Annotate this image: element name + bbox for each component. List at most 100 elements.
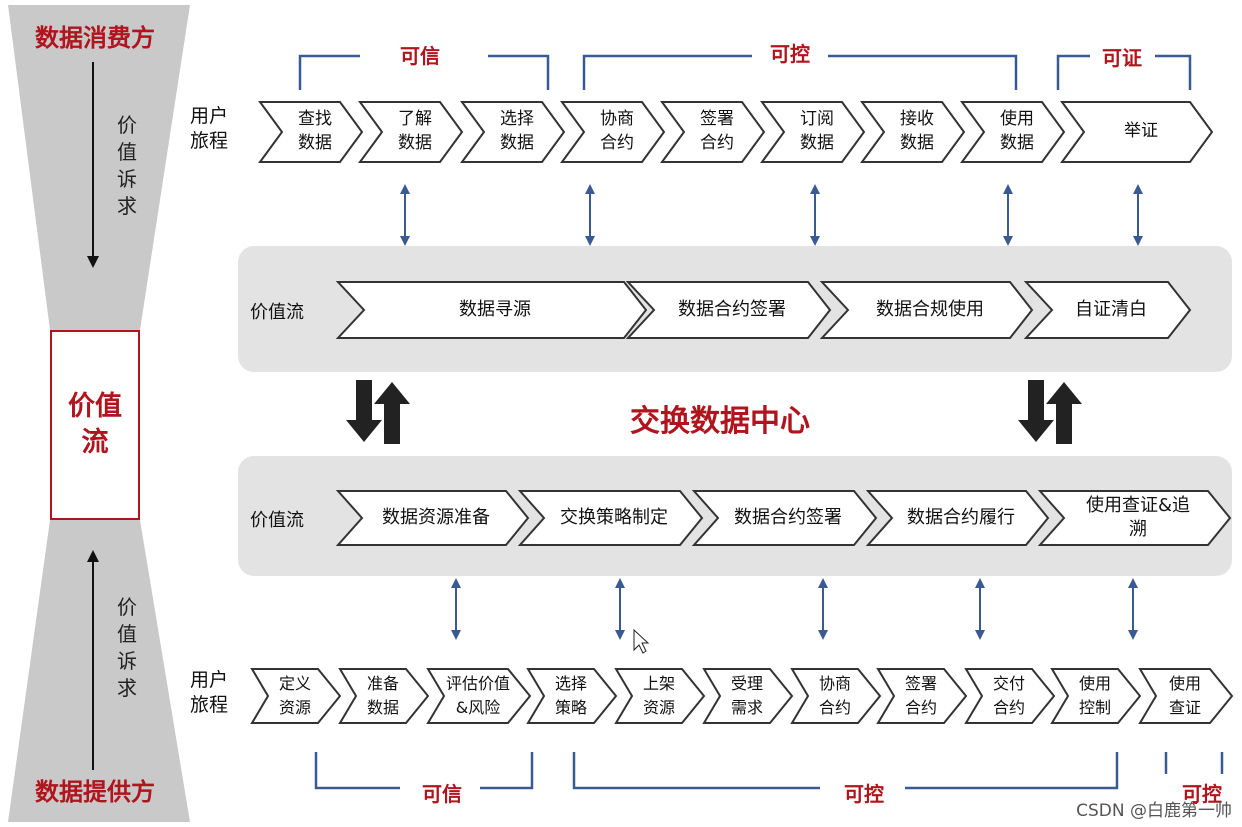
top-step-label-8: 使用数据: [1000, 109, 1034, 153]
brace-top-1: [298, 54, 550, 90]
top-step-7: [860, 101, 966, 163]
connector-arrowhead: [451, 630, 461, 640]
bottom-step-label-10: 使用控制: [1078, 674, 1111, 717]
top-step-4: [560, 101, 666, 163]
top-step-label-3: 选择数据: [500, 109, 534, 153]
upper-step-4: [1023, 281, 1192, 339]
connector-arrowhead: [451, 578, 461, 588]
connector-arrowhead: [1128, 630, 1138, 640]
lower-step-label-4: 数据合约履行: [907, 507, 1015, 528]
top-step-8: [960, 101, 1066, 163]
bottom-step-4: [526, 668, 618, 724]
exchange-icon-right: [1018, 380, 1082, 444]
brace-top-3: [1056, 54, 1192, 90]
connector-arrowhead: [810, 236, 820, 246]
brace-top-2: [582, 54, 1018, 90]
top-step-9: [1060, 101, 1214, 163]
bottom-step-5: [614, 668, 706, 724]
bottom-brace-label-1: 可信: [422, 782, 462, 806]
connector-arrowhead: [585, 184, 595, 194]
connector-arrowhead: [1003, 184, 1013, 194]
value-stream-box: 价值流: [50, 330, 140, 520]
top-step-5: [660, 101, 766, 163]
exchange-icon-left: [346, 380, 410, 444]
connector-arrowhead: [818, 578, 828, 588]
lower-step-label-1: 数据资源准备: [382, 507, 490, 528]
bottom-brace-label-3: 可控: [1182, 782, 1222, 806]
brace-bottom-1: [314, 752, 534, 790]
bottom-step-3: [426, 668, 532, 724]
lower-step-3: [691, 490, 878, 546]
top-step-label-4: 协商合约: [600, 109, 634, 153]
bottom-journey-label: 用户旅程: [190, 669, 229, 716]
connector-arrowhead: [818, 630, 828, 640]
lower-step-5: [1037, 490, 1232, 546]
watermark: CSDN @白鹿第一帅: [1076, 801, 1232, 821]
bottom-step-6: [702, 668, 794, 724]
top-step-label-9: 举证: [1124, 121, 1158, 141]
top-journey-label: 用户旅程: [190, 105, 229, 152]
top-brace-label-3: 可证: [1102, 46, 1142, 70]
connector-arrowhead: [810, 184, 820, 194]
upper-step-label-3: 数据合规使用: [876, 299, 984, 320]
bottom-step-8: [876, 668, 968, 724]
exchange-center-title: 交换数据中心: [630, 404, 810, 439]
connector-arrowhead: [975, 630, 985, 640]
connector-arrowhead: [615, 630, 625, 640]
top-step-label-6: 订阅数据: [800, 109, 834, 153]
upper-step-label-2: 数据合约签署: [678, 299, 786, 320]
top-brace-label-2: 可控: [770, 42, 810, 66]
bottom-brace-label-2: 可控: [844, 782, 884, 806]
value-stream-title: 价值流: [68, 391, 122, 458]
top-step-2: [358, 101, 464, 163]
bottom-step-label-3: 评估价值&风险: [445, 674, 510, 717]
provider-title: 数据提供方: [35, 778, 155, 806]
connector-arrowhead: [1128, 578, 1138, 588]
connector-arrowhead: [615, 578, 625, 588]
connector-arrowhead: [975, 578, 985, 588]
lower-step-1: [335, 490, 530, 546]
connector-arrowhead: [1133, 184, 1143, 194]
upper-band-label: 价值流: [250, 302, 304, 323]
connector-arrowhead: [1133, 236, 1143, 246]
bottom-step-2: [338, 668, 430, 724]
lower-step-label-2: 交换策略制定: [560, 507, 668, 528]
top-step-label-7: 接收数据: [900, 109, 934, 153]
bottom-step-label-2: 准备数据: [366, 674, 399, 717]
upper-step-label-4: 自证清白: [1075, 299, 1147, 320]
connector-arrowhead: [400, 236, 410, 246]
bottom-step-label-9: 交付合约: [992, 674, 1025, 717]
bottom-step-label-4: 选择策略: [554, 674, 587, 717]
top-step-label-1: 查找数据: [298, 109, 332, 153]
top-step-label-2: 了解数据: [398, 109, 432, 153]
upper-step-2: [625, 281, 832, 339]
upper-step-1: [335, 281, 648, 339]
lower-step-label-3: 数据合约签署: [734, 507, 842, 528]
bottom-step-label-1: 定义资源: [278, 674, 311, 717]
lower-band-label: 价值流: [250, 510, 304, 531]
brace-bottom-3: [1164, 752, 1224, 774]
bottom-step-7: [790, 668, 882, 724]
cursor-icon: [633, 628, 650, 654]
upper-step-label-1: 数据寻源: [459, 299, 531, 320]
lower-step-4: [865, 490, 1050, 546]
bottom-step-9: [964, 668, 1056, 724]
lower-step-label-5: 使用查证&追溯: [1085, 495, 1191, 540]
connector-arrowhead: [585, 236, 595, 246]
bottom-step-label-8: 签署合约: [904, 674, 937, 717]
bottom-step-label-11: 使用查证: [1168, 674, 1201, 717]
lower-step-2: [517, 490, 704, 546]
bottom-step-1: [250, 668, 342, 724]
top-step-1: [258, 101, 364, 163]
bottom-step-label-5: 上架资源: [642, 674, 675, 717]
bottom-step-label-6: 受理需求: [730, 674, 763, 717]
connector-arrowhead: [400, 184, 410, 194]
bottom-step-11: [1138, 668, 1234, 724]
connector-arrowhead: [1003, 236, 1013, 246]
bottom-step-10: [1050, 668, 1142, 724]
top-step-6: [760, 101, 866, 163]
consumer-title: 数据消费方: [35, 24, 155, 52]
value-demand-bottom: 价值诉求: [117, 595, 137, 700]
bottom-step-label-7: 协商合约: [818, 674, 851, 717]
